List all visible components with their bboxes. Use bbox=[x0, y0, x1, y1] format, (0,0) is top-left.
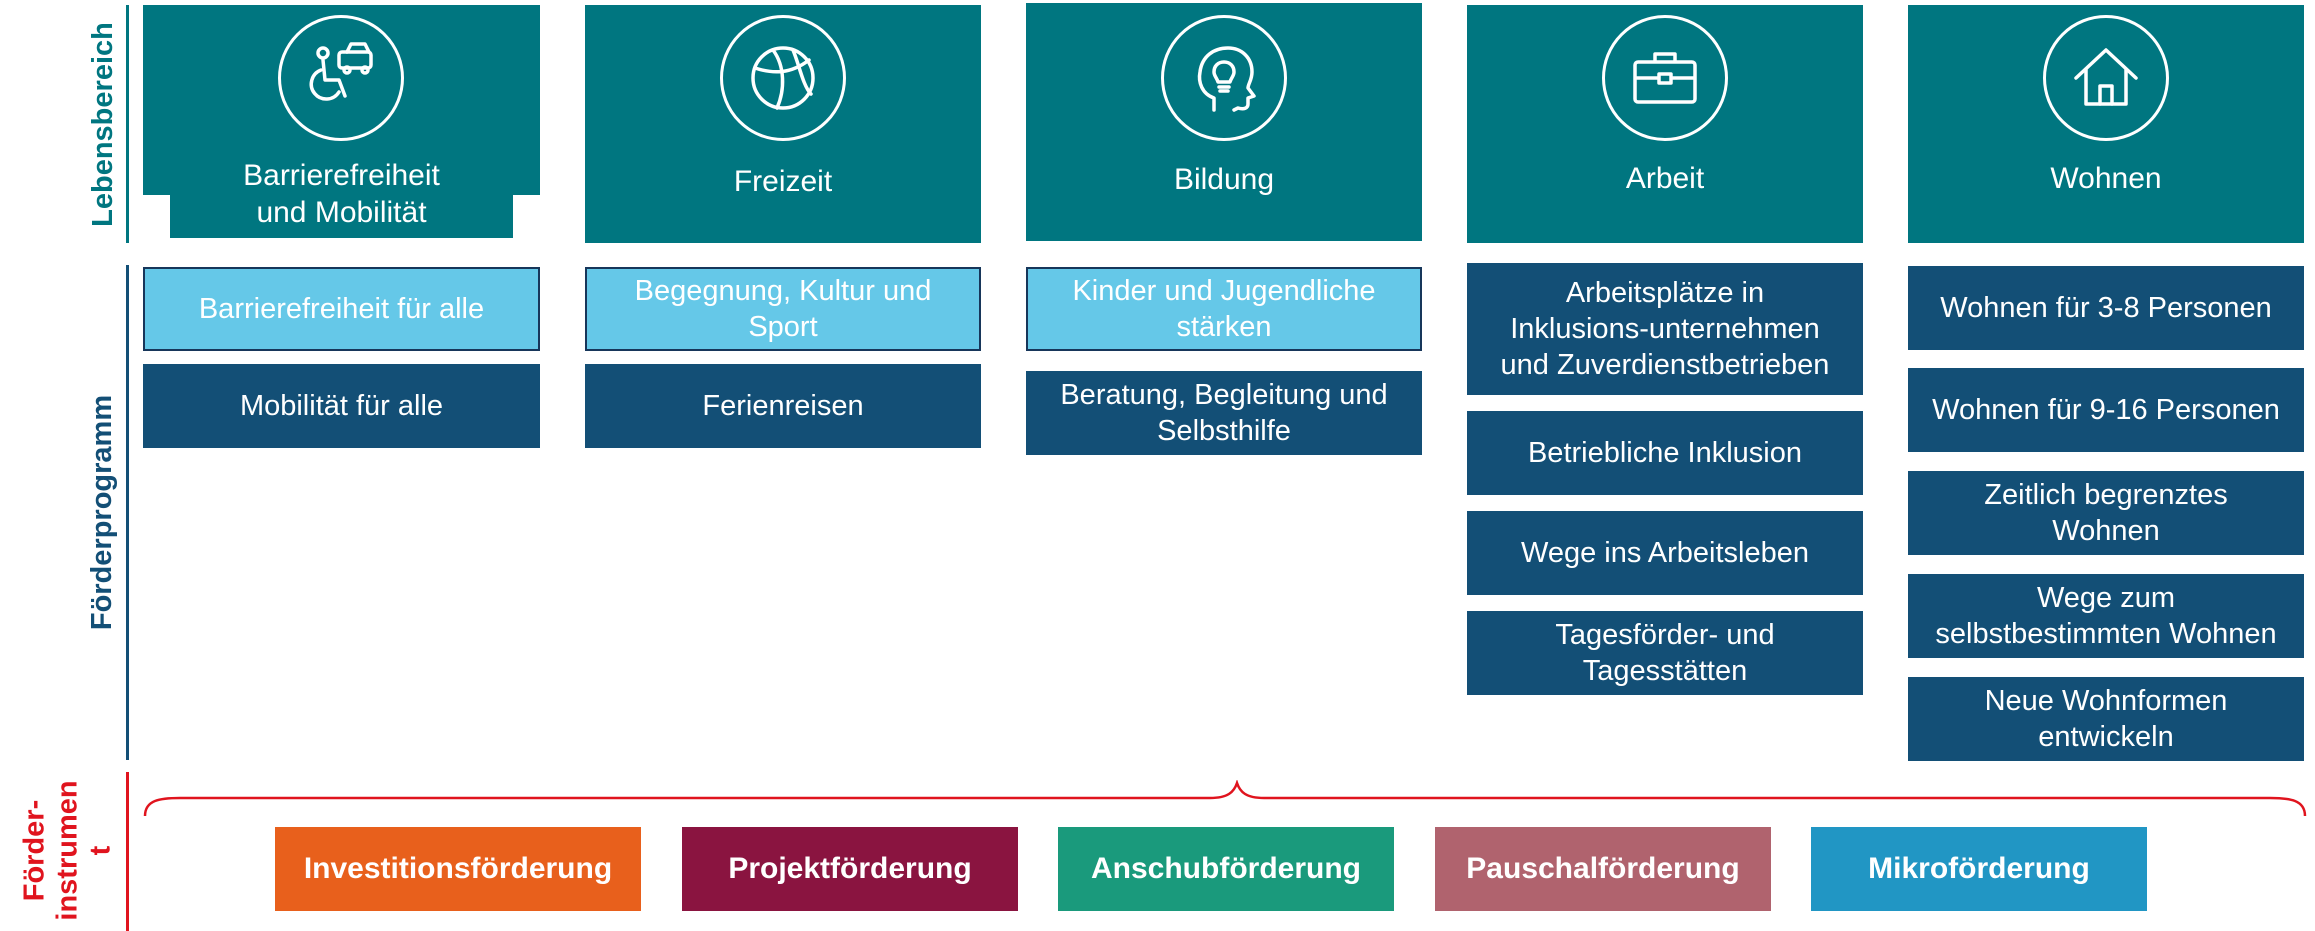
wheelchair-van-icon bbox=[278, 15, 404, 141]
instrument-projektfoerderung: Projektförderung bbox=[682, 827, 1018, 911]
program-beratung-begleitung: Beratung, Begleitung und Selbsthilfe bbox=[1026, 371, 1422, 455]
program-neue-wohnformen: Neue Wohnformen entwickeln bbox=[1908, 677, 2304, 761]
briefcase-icon bbox=[1602, 15, 1728, 141]
program-wohnen-3-8: Wohnen für 3-8 Personen bbox=[1908, 266, 2304, 350]
foerderprogramm-line bbox=[126, 265, 129, 760]
area-bildung: Bildung bbox=[1026, 3, 1422, 241]
ball-icon bbox=[720, 15, 846, 141]
program-betriebliche-inklusion: Betriebliche Inklusion bbox=[1467, 411, 1863, 495]
label-foerderprogramm: Förderprogramm bbox=[86, 394, 119, 631]
label-lebensbereich: Lebensbereich bbox=[86, 21, 119, 227]
area-freizeit: Freizeit bbox=[585, 5, 981, 243]
program-wege-arbeitsleben: Wege ins Arbeitsleben bbox=[1467, 511, 1863, 595]
label-foerderinstrument: Förder- instrumen t bbox=[18, 779, 117, 921]
curly-brace bbox=[143, 780, 2307, 817]
head-lightbulb-icon bbox=[1161, 15, 1287, 141]
program-wohnen-9-16: Wohnen für 9-16 Personen bbox=[1908, 368, 2304, 452]
program-mobilitaet-fuer-alle: Mobilität für alle bbox=[143, 364, 540, 448]
program-kinder-jugendliche: Kinder und Jugendliche stärken bbox=[1026, 267, 1422, 351]
instrument-investitionsfoerderung: Investitionsförderung bbox=[275, 827, 641, 911]
program-begegnung-kultur-sport: Begegnung, Kultur und Sport bbox=[585, 267, 981, 351]
area-arbeit: Arbeit bbox=[1467, 5, 1863, 243]
program-ferienreisen: Ferienreisen bbox=[585, 364, 981, 448]
instrument-mikrofoerderung: Mikroförderung bbox=[1811, 827, 2147, 911]
program-barrierefreiheit-fuer-alle: Barrierefreiheit für alle bbox=[143, 267, 540, 351]
program-zeitlich-begrenzt: Zeitlich begrenztes Wohnen bbox=[1908, 471, 2304, 555]
area-wohnen: Wohnen bbox=[1908, 5, 2304, 243]
lebensbereich-line bbox=[126, 5, 129, 243]
house-icon bbox=[2043, 15, 2169, 141]
instrument-anschubfoerderung: Anschubförderung bbox=[1058, 827, 1394, 911]
program-selbstbestimmt-wohnen: Wege zum selbstbestimmten Wohnen bbox=[1908, 574, 2304, 658]
instrument-pauschalfoerderung: Pauschalförderung bbox=[1435, 827, 1771, 911]
program-arbeitsplaetze-inklusion: Arbeitsplätze in Inklusions-unternehmen … bbox=[1467, 263, 1863, 395]
program-tagesfoerderstaetten: Tagesförder- und Tagesstätten bbox=[1467, 611, 1863, 695]
foerderinstrument-line bbox=[126, 772, 129, 931]
